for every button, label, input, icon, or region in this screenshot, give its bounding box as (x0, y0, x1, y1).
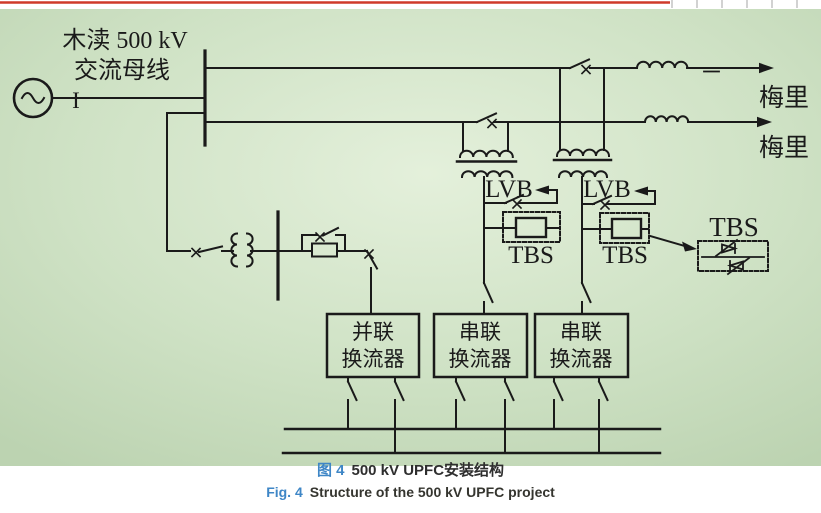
series-converter-1-feed (482, 281, 494, 315)
top-page-rule (0, 0, 798, 8)
tbs-callout-label: TBS (709, 212, 759, 242)
series-converter-2-name-line1: 串联 (560, 320, 602, 344)
series-converter-2-name-line2: 换流器 (550, 347, 613, 371)
arrow-right-icon (759, 62, 774, 74)
lvb-switch-icon (591, 194, 613, 211)
table-border-ticks (671, 0, 798, 8)
bus-name-line2: 交流母线 (74, 57, 170, 84)
line-reactor-icon (635, 60, 689, 70)
lvb-switch-icon (503, 193, 525, 210)
line-1-destination-label: 梅里 (759, 84, 809, 112)
transmission-line-2 (204, 112, 772, 129)
lvb-label-2: LVB (583, 176, 631, 203)
caption-en-number: Fig. 4 (266, 484, 303, 500)
caption-zh: 图 4 500 kV UPFC安装结构 (0, 463, 821, 478)
shunt-branch (166, 112, 379, 315)
callout-arrow-icon (682, 241, 697, 252)
tbs-label-1: TBS (508, 242, 554, 269)
disconnector-icon (475, 112, 498, 129)
shunt-converter-name-line1: 并联 (352, 320, 394, 344)
shunt-converter-name-line2: 换流器 (342, 347, 405, 371)
source-tag: I (72, 88, 80, 113)
caption-zh-number: 图 4 (316, 462, 345, 479)
series-converter-1-name-line1: 串联 (459, 320, 501, 344)
dc-leads (346, 376, 609, 454)
tbs-branch-2 (581, 212, 650, 244)
series-transformer-1-icon (455, 121, 518, 284)
arrow-left-icon (535, 185, 549, 195)
series-converter-1-box (432, 312, 529, 379)
lvb-branch-1 (483, 185, 558, 210)
tbs-dashed-enclosure (599, 212, 650, 244)
tbs-dashed-enclosure (502, 211, 561, 243)
series-converter-2-feed (580, 281, 592, 315)
tbs-label-2: TBS (602, 242, 648, 269)
figure-caption: 图 4 500 kV UPFC安装结构 Fig. 4 Structure of th… (0, 463, 821, 499)
tbs-branch-1 (483, 211, 561, 243)
antiparallel-thyristor-icon (701, 238, 765, 276)
caption-zh-title: 500 kV UPFC安装结构 (351, 462, 505, 479)
series-converter-2-box (533, 312, 630, 379)
arrow-left-icon (634, 186, 648, 196)
figure-background (0, 9, 821, 466)
disconnector-icon (190, 245, 224, 258)
disconnector-icon (363, 248, 379, 270)
line-reactor-icon (643, 115, 690, 124)
shunt-converter-box (325, 312, 421, 379)
caption-en-title: Structure of the 500 kV UPFC project (309, 484, 555, 500)
transmission-line-1 (204, 58, 774, 75)
arrow-right-icon (757, 116, 772, 128)
tbs-callout (648, 234, 769, 276)
bus-name-line1: 木渎 500 kV (62, 27, 188, 54)
disconnector-icon (568, 58, 592, 75)
starting-resistor-bypass (301, 226, 346, 258)
line-2-destination-label: 梅里 (759, 134, 809, 162)
series-converter-1-name-line2: 换流器 (449, 347, 512, 371)
lvb-label-1: LVB (485, 176, 533, 203)
lvb-branch-2 (581, 186, 656, 211)
caption-en: Fig. 4 Structure of the 500 kV UPFC proje… (0, 485, 821, 499)
